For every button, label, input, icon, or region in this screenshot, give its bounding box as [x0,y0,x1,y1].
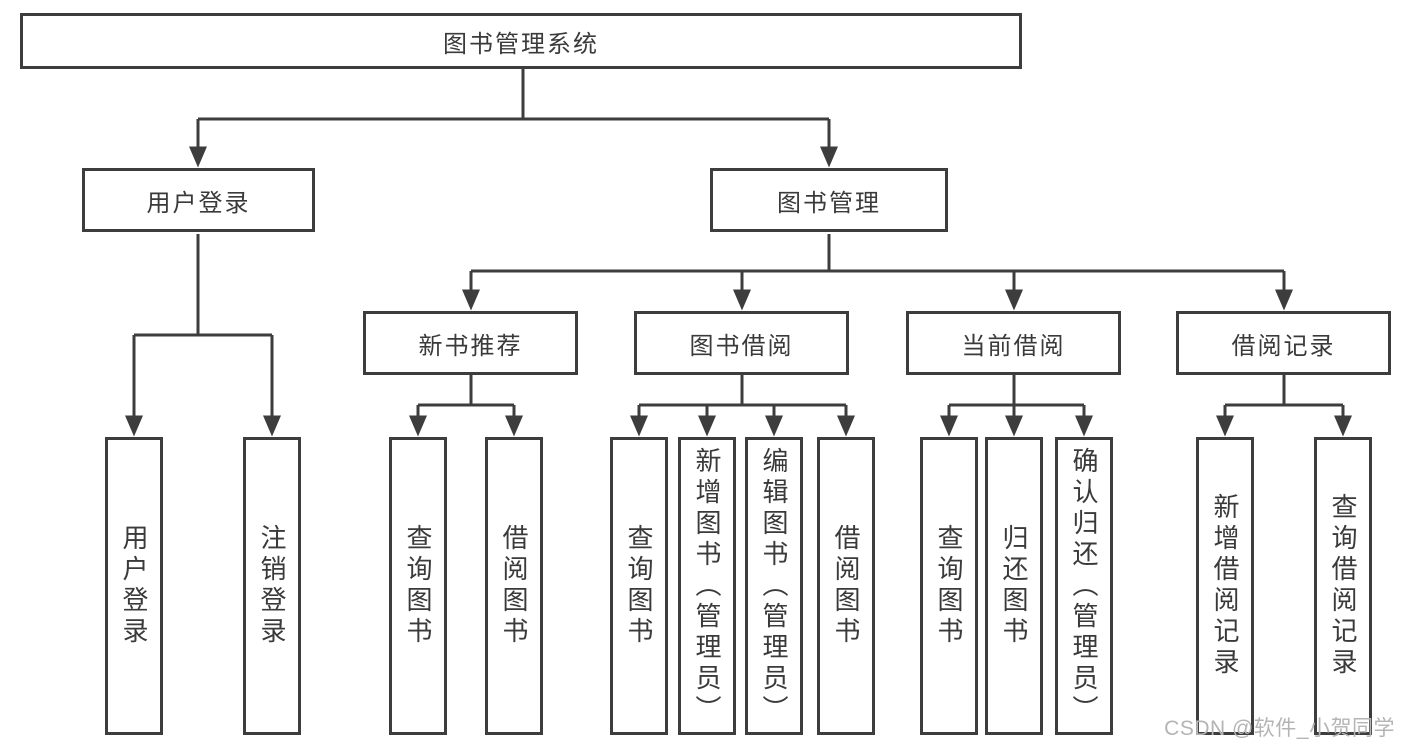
leaf-newbook-borrow-books: 借阅图书 [485,437,543,735]
leaf-label: 确认归还（管理员） [1069,446,1099,726]
leaf-current-return-books: 归还图书 [985,437,1043,735]
connector-root-to-level2 [189,69,838,168]
leaf-records-add-borrow-record: 新增借阅记录 [1196,437,1254,735]
leaf-borrow-add-books-admin: 新增图书（管理员） [678,437,736,735]
leaf-records-query-borrow-record: 查询借阅记录 [1314,437,1372,735]
node-current-borrow: 当前借阅 [906,311,1121,375]
node-label: 图书借阅 [689,332,794,360]
connector-borrow-records-to-leaves [1216,375,1352,437]
leaf-label: 查询图书 [403,524,433,648]
leaf-borrow-query-books: 查询图书 [610,437,668,735]
node-root: 图书管理系统 [20,13,1022,69]
leaf-current-query-books: 查询图书 [920,437,978,735]
leaf-label: 借阅图书 [499,524,529,648]
connector-book-management-to-level3 [462,234,1293,311]
leaf-label: 注销登录 [257,524,287,648]
leaf-label: 用户登录 [119,524,149,648]
leaf-logout: 注销登录 [243,437,301,735]
node-book-borrow: 图书借阅 [634,311,849,375]
node-label: 当前借阅 [961,332,1066,360]
node-root-label: 图书管理系统 [443,30,599,58]
connector-current-borrow-to-leaves [940,375,1093,437]
leaf-label: 查询借阅记录 [1328,493,1358,679]
connector-user-login-to-leaves [125,234,281,437]
leaf-label: 新增借阅记录 [1210,493,1240,679]
node-label: 图书管理 [777,189,881,217]
leaf-user-login: 用户登录 [105,437,163,735]
node-label: 借阅记录 [1231,332,1336,360]
node-label: 新书推荐 [418,332,523,360]
node-user-login: 用户登录 [82,168,315,232]
watermark: CSDN @软件_小贺同学 [1164,717,1395,740]
node-label: 用户登录 [146,189,251,217]
node-new-book-recommend: 新书推荐 [363,311,578,375]
connector-new-book-recommend-to-leaves [409,375,523,437]
leaf-label: 借阅图书 [831,524,861,648]
leaf-borrow-borrow-books: 借阅图书 [817,437,875,735]
leaf-label: 编辑图书（管理员） [759,446,789,726]
leaf-label: 查询图书 [624,524,654,648]
leaf-label: 新增图书（管理员） [692,446,722,726]
node-book-management: 图书管理 [710,168,948,232]
leaf-borrow-edit-books-admin: 编辑图书（管理员） [745,437,803,735]
connector-book-borrow-to-leaves [630,375,855,437]
leaf-label: 归还图书 [999,524,1029,648]
leaf-newbook-query-books: 查询图书 [389,437,447,735]
node-borrow-records: 借阅记录 [1176,311,1391,375]
leaf-label: 查询图书 [934,524,964,648]
leaf-current-confirm-return-admin: 确认归还（管理员） [1055,437,1113,735]
